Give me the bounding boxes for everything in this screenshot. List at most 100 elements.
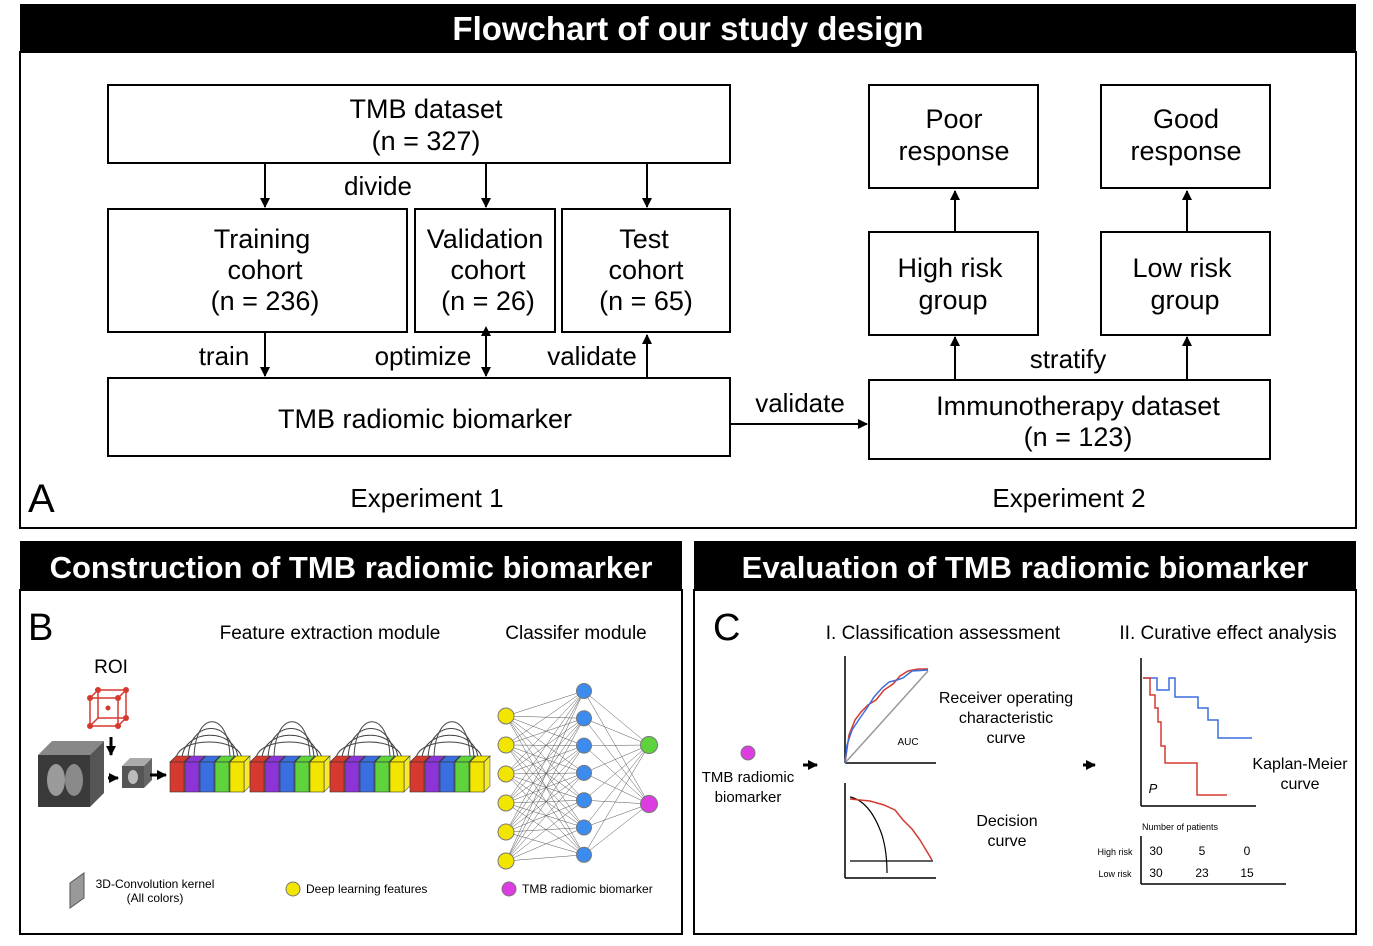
test-line-3: (n = 65) (599, 286, 693, 316)
risk-cell: 15 (1240, 866, 1254, 880)
conv-kernel (374, 761, 390, 793)
good-response-line-2: response (1130, 136, 1241, 166)
poor-response-line-2: response (898, 136, 1009, 166)
skip-connection (267, 728, 315, 761)
tmb-dataset-count: (n = 327) (372, 126, 481, 156)
hidden-node (576, 846, 592, 863)
network-edge (505, 718, 585, 833)
network-edge (583, 744, 650, 801)
network-edge (505, 718, 585, 746)
network-edge (583, 799, 650, 805)
high-risk-line-1: High risk (897, 253, 1003, 283)
hidden-node (576, 764, 592, 781)
network-edge (505, 690, 585, 862)
network-edge (583, 803, 650, 828)
network-edge (505, 854, 585, 862)
hidden-node (576, 819, 592, 836)
ct-patch-icon (122, 758, 152, 788)
network-edge (505, 690, 585, 833)
skip-connection (433, 721, 471, 761)
network-edge (505, 744, 585, 855)
hidden-node (576, 683, 592, 699)
conv-kernel (294, 761, 310, 793)
roc-curve-red (844, 668, 928, 764)
conv-kernel (249, 761, 265, 793)
network-edge (505, 802, 585, 856)
network-edge (505, 690, 585, 717)
network-edge (583, 744, 650, 746)
network-edge (505, 772, 585, 862)
stratify-label: stratify (1030, 344, 1107, 374)
panel-b-frame (19, 589, 683, 935)
panel-b-title: Construction of TMB radiomic biomarker (50, 550, 653, 585)
network-edge (505, 745, 585, 804)
tmb-dataset-title: TMB dataset (349, 94, 503, 124)
low-risk-line-1: Low risk (1132, 253, 1232, 283)
feature-legend-icon (285, 881, 301, 897)
immunotherapy-title: Immunotherapy dataset (936, 391, 1220, 421)
hidden-node (576, 710, 592, 727)
risk-table-row-high: High risk 30 5 0 (1097, 844, 1250, 858)
conv-kernel-side (243, 755, 251, 793)
network-edge (583, 744, 650, 774)
auc-label: AUC (897, 737, 918, 748)
network-edge (505, 715, 585, 855)
experiment-1-label: Experiment 1 (350, 483, 503, 513)
km-high-risk-curve (1143, 677, 1227, 796)
risk-table: Number of patients High risk 30 5 0 Low … (1097, 822, 1286, 885)
panel-a-frame (19, 51, 1357, 529)
tmb-dataset-box (107, 84, 731, 164)
roc-label-line-3: curve (986, 730, 1025, 747)
conv-block-group (169, 721, 251, 793)
network-edge (505, 772, 585, 804)
network-edge (583, 772, 650, 805)
output-node (640, 795, 658, 813)
classifier-module-label: Classifer module (505, 623, 647, 644)
legend-kernel-line-1: 3D-Convolution kernel (96, 877, 215, 891)
conv-block-group (249, 721, 331, 793)
test-cohort-box (561, 208, 731, 333)
tmb-label-line-1: TMB radiomic (702, 769, 795, 786)
panel-c-letter: C (713, 607, 740, 649)
network-edge (505, 744, 585, 801)
tmb-label-line-2: biomarker (715, 789, 782, 806)
validate-label-2: validate (755, 388, 845, 418)
low-risk-box (1100, 231, 1271, 336)
ct-volume-icon (38, 741, 104, 807)
conv-kernel (184, 761, 200, 793)
feature-module-label: Feature extraction module (220, 623, 441, 644)
biomarker-label: TMB radiomic biomarker (278, 404, 572, 434)
hidden-node (576, 792, 592, 809)
poor-response-line-1: Poor (925, 104, 982, 134)
convolution-blocks (169, 721, 491, 793)
dca-treat-all-curve (849, 796, 888, 874)
decision-label-line-1: Decision (976, 813, 1037, 830)
skip-connection (255, 741, 323, 761)
network-edge (505, 799, 585, 804)
roc-label-line-2: characteristic (959, 710, 1053, 727)
conv-kernel (279, 761, 295, 793)
skip-connection (421, 734, 479, 761)
network-edge (583, 718, 650, 805)
conv-kernel (389, 761, 405, 793)
panel-a-header-bar (20, 4, 1356, 52)
network-edge (505, 715, 585, 828)
network-edge (505, 744, 585, 828)
test-line-2: cohort (608, 255, 684, 285)
network-edge (583, 718, 650, 746)
feature-node (497, 736, 515, 754)
feature-node (497, 765, 515, 783)
conv-kernel (169, 761, 185, 793)
roc-diagonal (844, 670, 929, 764)
network-edge (505, 799, 585, 833)
training-line-2: cohort (227, 255, 303, 285)
dca-model-curve (849, 798, 933, 861)
validation-line-3: (n = 26) (441, 286, 535, 316)
divide-label: divide (344, 171, 412, 201)
curative-label: II. Curative effect analysis (1119, 623, 1336, 644)
decision-label-line-2: curve (987, 833, 1026, 850)
network-edge (583, 803, 650, 855)
good-response-box (1100, 84, 1271, 189)
network-edge (505, 745, 585, 833)
